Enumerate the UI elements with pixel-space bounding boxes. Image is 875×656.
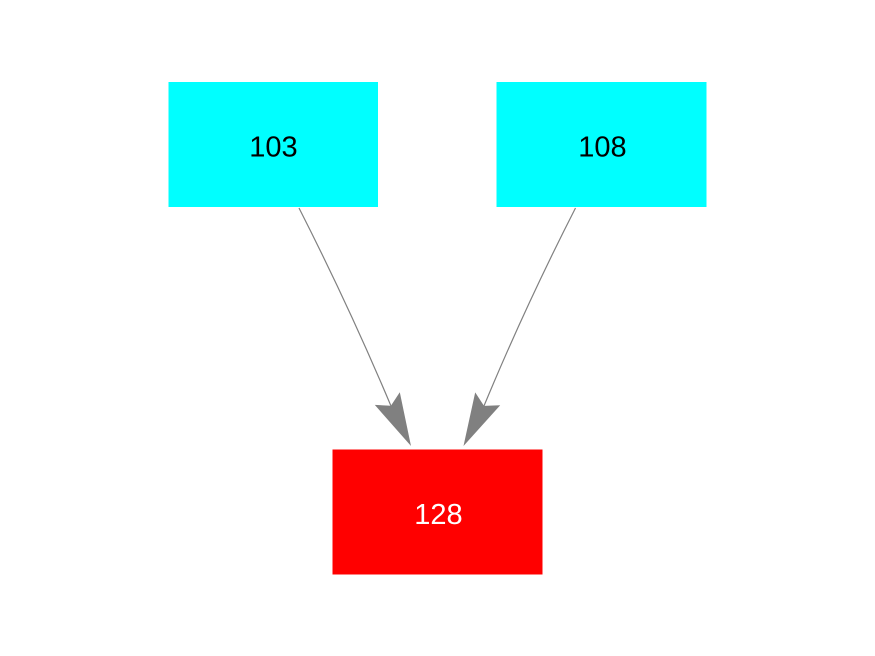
svg-text:108: 108 (578, 132, 626, 164)
svg-text:103: 103 (249, 132, 297, 164)
svg-text:128: 128 (414, 499, 462, 531)
